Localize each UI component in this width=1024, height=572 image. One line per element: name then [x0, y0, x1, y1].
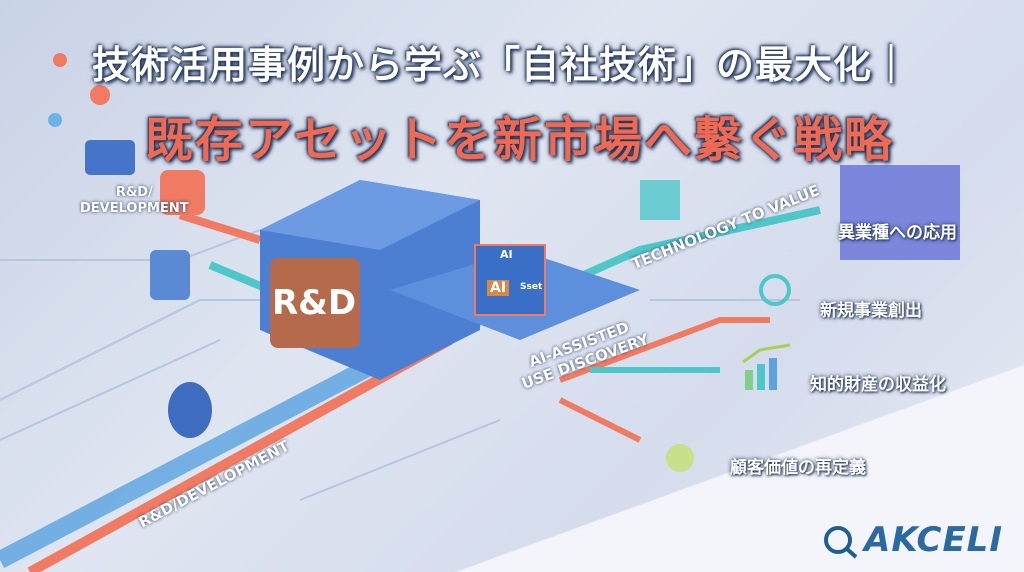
rd-panel	[270, 258, 360, 348]
coral-path	[558, 317, 770, 383]
outcome-label: 顧客価値の再定義	[730, 458, 866, 478]
akceli-logo: AKCELI	[864, 520, 1003, 560]
rd-development-label-top: R&D/ DEVELOPMENT	[80, 185, 189, 216]
outcome-label: 知的財産の収益化	[810, 375, 946, 395]
chip-icon	[85, 140, 135, 175]
rd-block-label: R&D	[272, 283, 357, 323]
outcome-label: 異業種への応用	[838, 223, 957, 243]
lightbulb-dollar-icon	[666, 444, 694, 472]
coral-link	[178, 211, 262, 244]
molecule-node	[90, 85, 110, 105]
outcome-label: 新規事業創出	[820, 301, 922, 321]
document-icon	[150, 250, 190, 300]
city-icon	[840, 165, 960, 260]
database-icon	[168, 382, 212, 438]
title-line-2: 既存アセットを新市場へ繋ぐ戦略	[145, 112, 895, 168]
title-line-1: 技術活用事例から学ぶ「自社技術」の最大化｜	[92, 43, 912, 87]
gear-icon	[160, 170, 205, 215]
ai-cube-top-label: AI	[500, 248, 513, 261]
ai-cube	[474, 244, 546, 316]
logo-magnifier-icon	[824, 526, 858, 559]
ai-cube-side-label: Sset	[520, 282, 543, 292]
ai-cube-front-label: AI	[487, 280, 510, 296]
bar-chart-icon	[640, 180, 680, 220]
bar-chart-growth-icon	[742, 343, 791, 390]
magnifier-chart-icon	[759, 274, 791, 306]
coral-path-2	[558, 397, 642, 443]
